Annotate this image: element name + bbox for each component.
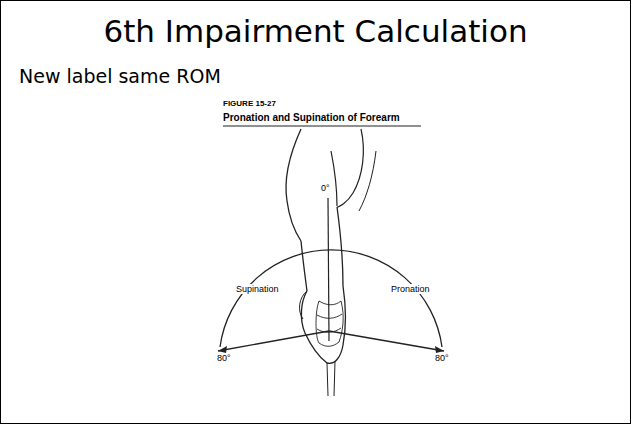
- angle-label: 0°: [320, 183, 331, 193]
- motion-label: Pronation: [390, 284, 431, 294]
- motion-label: Supination: [235, 284, 280, 294]
- angle-label: 80°: [216, 353, 232, 363]
- subtitle: New label same ROM: [19, 65, 221, 87]
- slide-title: 6th Impairment Calculation: [1, 13, 630, 49]
- figure-caption: Pronation and Supination of Forearm: [223, 112, 400, 123]
- figure-number: FIGURE 15-27: [223, 99, 276, 108]
- angle-label: 80°: [434, 353, 450, 363]
